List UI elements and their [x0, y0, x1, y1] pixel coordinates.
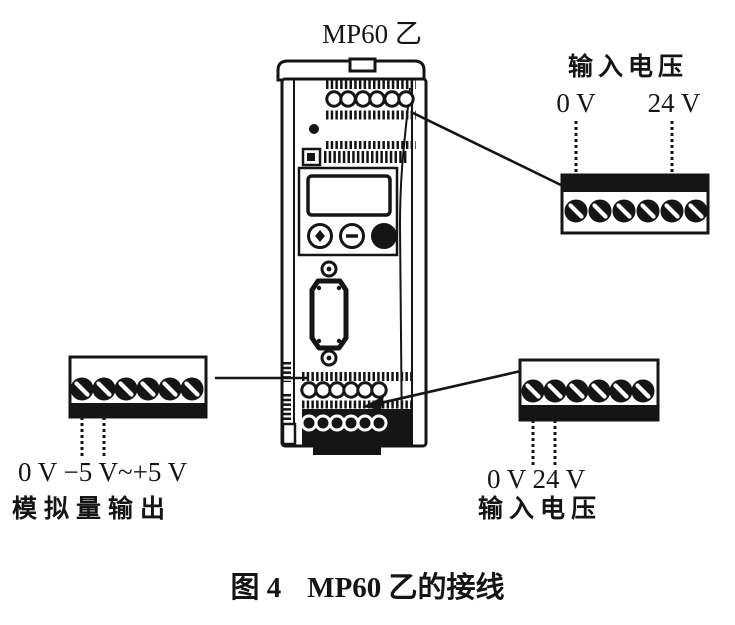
screw-icon — [588, 380, 610, 402]
left-title-label: 模拟量输出 — [12, 496, 173, 523]
device-bottom-terminal-strips — [300, 372, 412, 455]
screw-icon — [632, 380, 654, 402]
screw-icon — [181, 378, 203, 400]
terminal-screw-icon — [328, 414, 346, 432]
arrowhead-icon — [362, 396, 384, 410]
screw-icon — [610, 380, 632, 402]
wire-top-right — [410, 110, 564, 188]
terminal-screw-icon — [370, 381, 388, 399]
terminal-screw-icon — [354, 90, 372, 108]
screw-icon — [115, 378, 137, 400]
screw-icon — [661, 200, 683, 222]
terminal-screw-icon — [314, 381, 332, 399]
wire-bottom-right — [375, 369, 522, 406]
terminal-screw-icon — [342, 381, 360, 399]
device-top-terminal-strip — [309, 80, 416, 149]
terminal-screw-icon — [370, 414, 388, 432]
terminal-screw-icon — [328, 381, 346, 399]
screw-icon — [685, 200, 707, 222]
screw-icon — [93, 378, 115, 400]
control-panel — [297, 166, 399, 257]
top-right-0v-label: 0 V — [556, 88, 596, 118]
display-screen — [306, 174, 392, 217]
screw-icon — [522, 380, 544, 402]
terminal-screw-icon — [339, 90, 357, 108]
screw-icon — [544, 380, 566, 402]
top-right-24v-label: 24 V — [647, 88, 701, 118]
terminal-screw-icon — [356, 381, 374, 399]
terminal-screw-icon — [368, 90, 386, 108]
screw-icon — [589, 200, 611, 222]
screw-icon — [565, 200, 587, 222]
dsub-connector-icon — [309, 260, 349, 367]
screw-icon — [137, 378, 159, 400]
terminal-block-top-right — [560, 121, 710, 235]
figure-number: 图 4 — [230, 572, 282, 604]
figure-title: MP60 乙的接线 — [307, 572, 505, 604]
terminal-screw-icon — [356, 414, 374, 432]
terminal-screw-icon — [397, 90, 415, 108]
device-top-tab — [348, 57, 377, 73]
device-bottom-tab — [313, 445, 381, 455]
terminal-screw-icon — [383, 90, 401, 108]
device-bezel-curve — [398, 87, 411, 447]
mode-button — [371, 223, 397, 249]
terminal-screw-icon — [342, 414, 360, 432]
device-name-label: MP60 乙 — [322, 19, 422, 49]
terminal-screw-icon — [300, 414, 318, 432]
figure-caption: 图 4 MP60 乙的接线 — [0, 564, 735, 606]
device-illustration — [276, 57, 428, 455]
screw-icon — [71, 378, 93, 400]
device-foot — [281, 422, 297, 446]
terminal-block-left — [68, 355, 208, 458]
bottom-right-pins-label: 0 V 24 V — [487, 464, 586, 494]
top-right-title-label: 输入电压 — [567, 54, 689, 81]
screw-icon — [159, 378, 181, 400]
screw-icon — [613, 200, 635, 222]
diamond-icon — [315, 230, 325, 242]
left-pins-label: 0 V −5 V~+5 V — [18, 457, 188, 487]
led-indicator-icon — [309, 124, 319, 134]
screw-icon — [637, 200, 659, 222]
connection-wires — [215, 110, 564, 410]
screw-icon — [566, 380, 588, 402]
terminal-screw-icon — [325, 90, 343, 108]
bottom-right-title-label: 输入电压 — [478, 496, 603, 523]
terminal-screw-icon — [300, 381, 318, 399]
terminal-block-bottom-right — [518, 358, 660, 466]
terminal-screw-icon — [314, 414, 332, 432]
